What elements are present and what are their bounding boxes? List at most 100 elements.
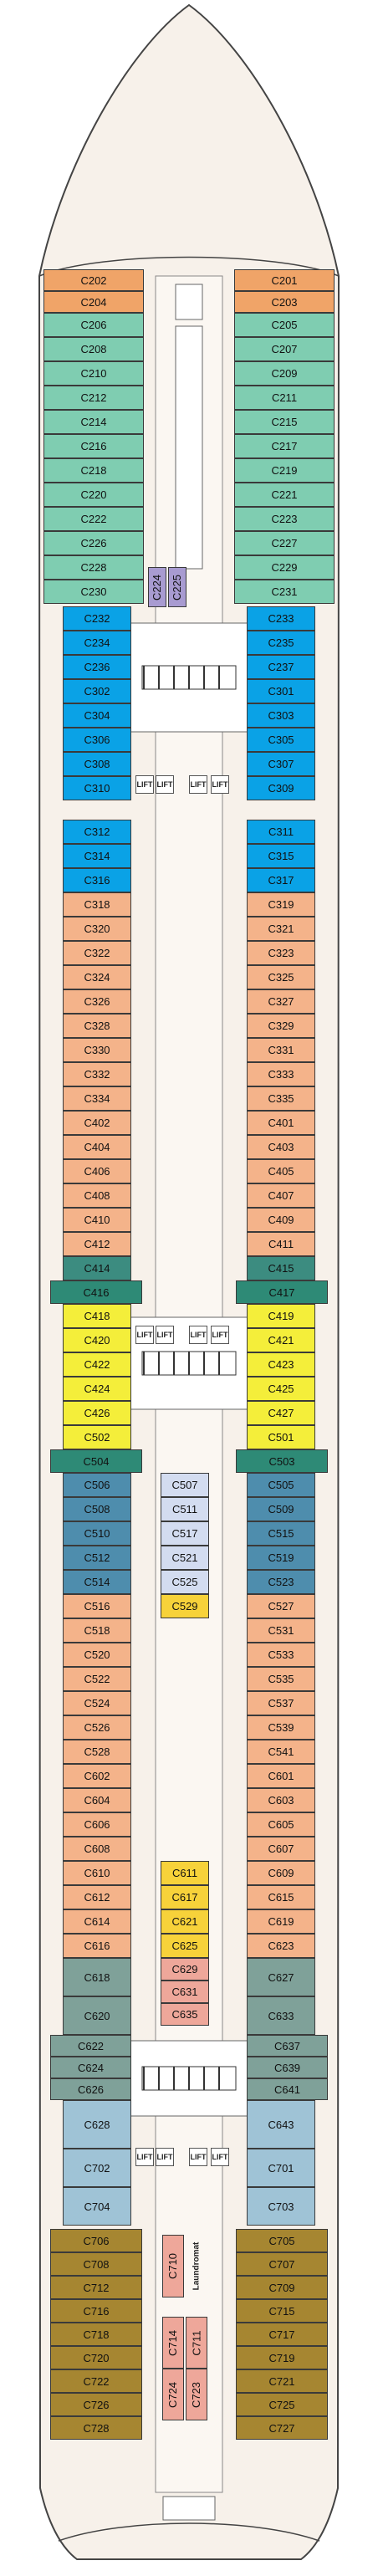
cabin-c327[interactable]: C327 xyxy=(247,989,315,1014)
cabin-c516[interactable]: C516 xyxy=(63,1594,131,1618)
cabin-c227[interactable]: C227 xyxy=(234,531,335,555)
cabin-c608[interactable]: C608 xyxy=(63,1837,131,1861)
cabin-c232[interactable]: C232 xyxy=(63,606,131,631)
cabin-c507[interactable]: C507 xyxy=(161,1473,209,1497)
cabin-c219[interactable]: C219 xyxy=(234,458,335,483)
cabin-c506[interactable]: C506 xyxy=(63,1473,131,1497)
cabin-c710[interactable]: C710 xyxy=(162,2235,184,2297)
cabin-c230[interactable]: C230 xyxy=(43,580,144,604)
cabin-c721[interactable]: C721 xyxy=(236,2369,328,2393)
cabin-c420[interactable]: C420 xyxy=(63,1328,131,1352)
cabin-c614[interactable]: C614 xyxy=(63,1909,131,1934)
cabin-c712[interactable]: C712 xyxy=(50,2276,142,2299)
cabin-c222[interactable]: C222 xyxy=(43,507,144,531)
cabin-c520[interactable]: C520 xyxy=(63,1643,131,1667)
cabin-c715[interactable]: C715 xyxy=(236,2299,328,2323)
cabin-c235[interactable]: C235 xyxy=(247,631,315,655)
cabin-c522[interactable]: C522 xyxy=(63,1667,131,1691)
cabin-c206[interactable]: C206 xyxy=(43,313,144,337)
cabin-c627[interactable]: C627 xyxy=(247,1958,315,1996)
cabin-c427[interactable]: C427 xyxy=(247,1401,315,1425)
cabin-c628[interactable]: C628 xyxy=(63,2100,131,2149)
cabin-c221[interactable]: C221 xyxy=(234,483,335,507)
cabin-c518[interactable]: C518 xyxy=(63,1618,131,1643)
cabin-c404[interactable]: C404 xyxy=(63,1135,131,1159)
cabin-c503[interactable]: C503 xyxy=(236,1449,328,1473)
cabin-c305[interactable]: C305 xyxy=(247,728,315,752)
cabin-c626[interactable]: C626 xyxy=(50,2078,131,2100)
cabin-c228[interactable]: C228 xyxy=(43,555,144,580)
cabin-c508[interactable]: C508 xyxy=(63,1497,131,1521)
cabin-c226[interactable]: C226 xyxy=(43,531,144,555)
cabin-c212[interactable]: C212 xyxy=(43,386,144,410)
cabin-c236[interactable]: C236 xyxy=(63,655,131,679)
cabin-c401[interactable]: C401 xyxy=(247,1111,315,1135)
cabin-c633[interactable]: C633 xyxy=(247,1996,315,2035)
cabin-c416[interactable]: C416 xyxy=(50,1280,142,1304)
cabin-c426[interactable]: C426 xyxy=(63,1401,131,1425)
cabin-c510[interactable]: C510 xyxy=(63,1521,131,1546)
cabin-c521[interactable]: C521 xyxy=(161,1546,209,1570)
cabin-c707[interactable]: C707 xyxy=(236,2252,328,2276)
cabin-c311[interactable]: C311 xyxy=(247,820,315,844)
cabin-c202[interactable]: C202 xyxy=(43,269,144,291)
cabin-c317[interactable]: C317 xyxy=(247,868,315,892)
cabin-c723[interactable]: C723 xyxy=(186,2369,207,2420)
cabin-c620[interactable]: C620 xyxy=(63,1996,131,2035)
cabin-c704[interactable]: C704 xyxy=(63,2187,131,2226)
cabin-c410[interactable]: C410 xyxy=(63,1208,131,1232)
cabin-c702[interactable]: C702 xyxy=(63,2149,131,2187)
cabin-c234[interactable]: C234 xyxy=(63,631,131,655)
cabin-c529[interactable]: C529 xyxy=(161,1594,209,1618)
cabin-c218[interactable]: C218 xyxy=(43,458,144,483)
cabin-c237[interactable]: C237 xyxy=(247,655,315,679)
cabin-c424[interactable]: C424 xyxy=(63,1377,131,1401)
cabin-c231[interactable]: C231 xyxy=(234,580,335,604)
cabin-c302[interactable]: C302 xyxy=(63,679,131,703)
cabin-c307[interactable]: C307 xyxy=(247,752,315,776)
cabin-c215[interactable]: C215 xyxy=(234,410,335,434)
cabin-c216[interactable]: C216 xyxy=(43,434,144,458)
cabin-c316[interactable]: C316 xyxy=(63,868,131,892)
cabin-c409[interactable]: C409 xyxy=(247,1208,315,1232)
cabin-c635[interactable]: C635 xyxy=(161,2003,209,2026)
cabin-c621[interactable]: C621 xyxy=(161,1909,209,1934)
cabin-c331[interactable]: C331 xyxy=(247,1038,315,1062)
cabin-c207[interactable]: C207 xyxy=(234,337,335,361)
cabin-c312[interactable]: C312 xyxy=(63,820,131,844)
cabin-c720[interactable]: C720 xyxy=(50,2346,142,2369)
cabin-c209[interactable]: C209 xyxy=(234,361,335,386)
cabin-c639[interactable]: C639 xyxy=(247,2057,328,2078)
cabin-c631[interactable]: C631 xyxy=(161,1981,209,2003)
cabin-c217[interactable]: C217 xyxy=(234,434,335,458)
cabin-c618[interactable]: C618 xyxy=(63,1958,131,1996)
cabin-c201[interactable]: C201 xyxy=(234,269,335,291)
cabin-c714[interactable]: C714 xyxy=(162,2317,184,2369)
cabin-c301[interactable]: C301 xyxy=(247,679,315,703)
cabin-c537[interactable]: C537 xyxy=(247,1691,315,1715)
cabin-c706[interactable]: C706 xyxy=(50,2229,142,2252)
cabin-c308[interactable]: C308 xyxy=(63,752,131,776)
cabin-c629[interactable]: C629 xyxy=(161,1958,209,1981)
cabin-c519[interactable]: C519 xyxy=(247,1546,315,1570)
cabin-c322[interactable]: C322 xyxy=(63,941,131,965)
cabin-c610[interactable]: C610 xyxy=(63,1861,131,1885)
cabin-c332[interactable]: C332 xyxy=(63,1062,131,1086)
cabin-c418[interactable]: C418 xyxy=(63,1304,131,1328)
cabin-c210[interactable]: C210 xyxy=(43,361,144,386)
cabin-c509[interactable]: C509 xyxy=(247,1497,315,1521)
cabin-c225[interactable]: C225 xyxy=(168,567,186,607)
cabin-c643[interactable]: C643 xyxy=(247,2100,315,2149)
cabin-c314[interactable]: C314 xyxy=(63,844,131,868)
cabin-c315[interactable]: C315 xyxy=(247,844,315,868)
cabin-c511[interactable]: C511 xyxy=(161,1497,209,1521)
cabin-c233[interactable]: C233 xyxy=(247,606,315,631)
cabin-c310[interactable]: C310 xyxy=(63,776,131,800)
cabin-c421[interactable]: C421 xyxy=(247,1328,315,1352)
cabin-c727[interactable]: C727 xyxy=(236,2416,328,2440)
cabin-c205[interactable]: C205 xyxy=(234,313,335,337)
cabin-c531[interactable]: C531 xyxy=(247,1618,315,1643)
cabin-c411[interactable]: C411 xyxy=(247,1232,315,1256)
cabin-c211[interactable]: C211 xyxy=(234,386,335,410)
cabin-c716[interactable]: C716 xyxy=(50,2299,142,2323)
